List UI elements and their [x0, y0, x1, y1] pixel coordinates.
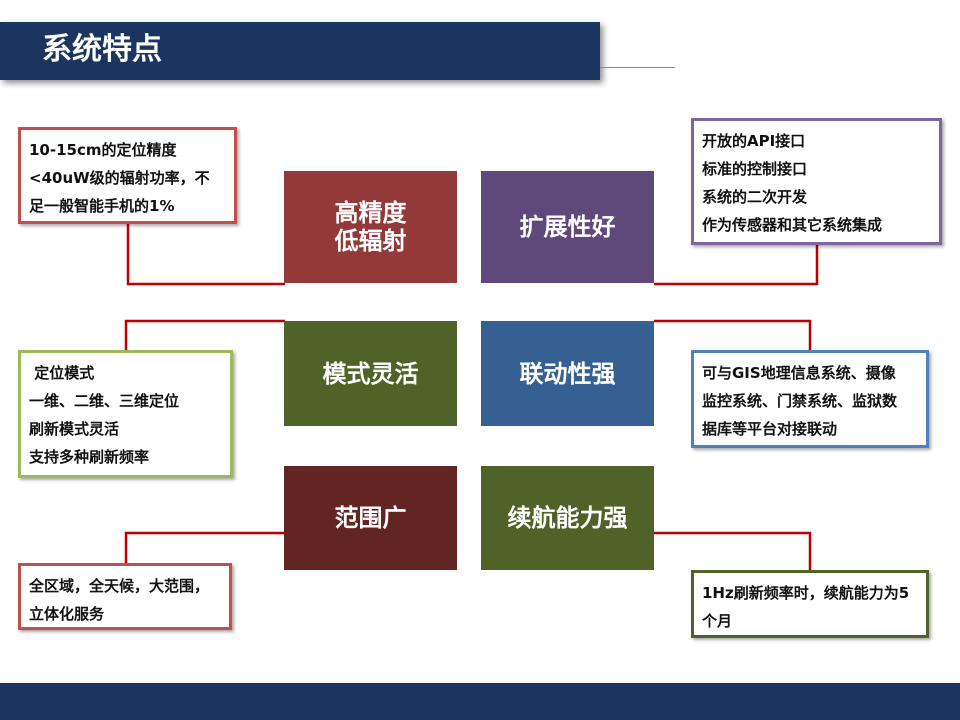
description-line: 开放的API接口 [702, 132, 806, 150]
description-line: <40uW级的辐射功率，不 [29, 169, 210, 187]
description-line: 定位模式 [29, 364, 95, 382]
feature-label-line: 联动性强 [519, 359, 616, 388]
feature-label-line: 范围广 [334, 504, 407, 532]
description-line: 系统的二次开发 [702, 188, 808, 206]
connector-extensible [654, 245, 819, 286]
feature-block-range: 范围广 [284, 466, 457, 570]
description-line: 立体化服务 [29, 605, 105, 623]
description-line: 监控系统、门禁系统、监狱数 [702, 392, 898, 410]
description-line: 个月 [702, 612, 733, 630]
feature-block-endurance: 续航能力强 [481, 466, 654, 570]
description-line: 足一般智能手机的1% [29, 197, 175, 215]
connector-precision [126, 224, 285, 286]
description-line: 刷新模式灵活 [29, 420, 120, 438]
connector-linkage [654, 319, 812, 350]
feature-block-linkage: 联动性强 [481, 321, 654, 426]
page-title: 系统特点 [42, 32, 162, 67]
feature-label-line: 模式灵活 [322, 359, 419, 388]
description-box-extensible: 开放的API接口 标准的控制接口 系统的二次开发 作为传感器和其它系统集成 [691, 118, 942, 245]
feature-label-line: 续航能力强 [507, 504, 628, 532]
connector-range [124, 531, 285, 563]
description-line: 作为传感器和其它系统集成 [702, 216, 883, 234]
feature-block-extensible: 扩展性好 [481, 171, 654, 283]
description-line: 标准的控制接口 [702, 160, 808, 178]
feature-label-line: 高精度 [334, 199, 407, 227]
footer-bar [0, 683, 960, 720]
description-line: 支持多种刷新频率 [29, 448, 150, 466]
description-line: 全区域，全天候，大范围， [29, 577, 210, 595]
connector-endurance [654, 531, 812, 570]
description-box-linkage: 可与GIS地理信息系统、摄像 监控系统、门禁系统、监狱数 据库等平台对接联动 [691, 350, 929, 448]
description-line: 1Hz刷新频率时，续航能力为5 [702, 584, 910, 602]
title-rule [600, 67, 675, 68]
description-box-range: 全区域，全天候，大范围， 立体化服务 [18, 563, 232, 630]
feature-label-line: 扩展性好 [519, 213, 616, 241]
feature-block-precision: 高精度 低辐射 [284, 171, 457, 283]
description-box-mode: 定位模式 一维、二维、三维定位 刷新模式灵活 支持多种刷新频率 [18, 350, 233, 478]
description-line: 10-15cm的定位精度 [29, 141, 177, 159]
connector-mode [124, 319, 285, 350]
feature-block-mode: 模式灵活 [284, 321, 457, 426]
description-line: 可与GIS地理信息系统、摄像 [702, 364, 896, 382]
title-bar: 系统特点 [0, 22, 600, 80]
description-line: 一维、二维、三维定位 [29, 392, 180, 410]
feature-label-line: 低辐射 [334, 227, 407, 255]
description-line: 据库等平台对接联动 [702, 420, 838, 438]
description-box-endurance: 1Hz刷新频率时，续航能力为5 个月 [691, 570, 929, 638]
description-box-precision: 10-15cm的定位精度 <40uW级的辐射功率，不 足一般智能手机的1% [18, 127, 237, 224]
